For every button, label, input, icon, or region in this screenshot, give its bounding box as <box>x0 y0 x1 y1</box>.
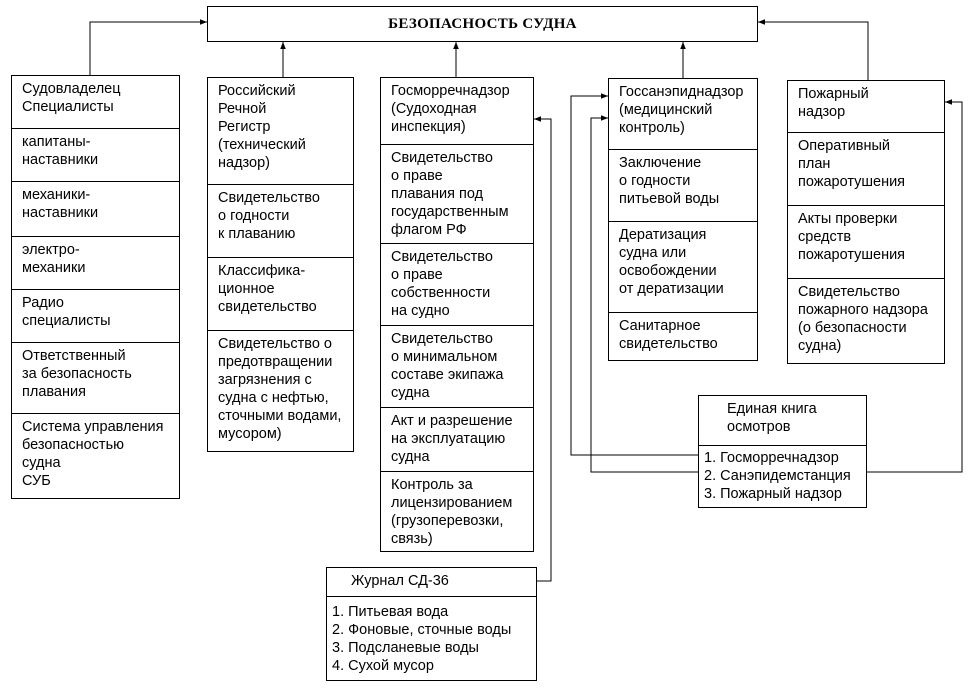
shipowner-item: Система управления безопасностью судна С… <box>12 413 179 498</box>
river-register-item: Свидетельство о годности к плаванию <box>208 184 353 257</box>
river-register-box: Российский Речной Регистр (технический н… <box>207 77 354 452</box>
journal-box: Журнал СД-36 1. Питьевая вода 2. Фоновые… <box>326 567 537 681</box>
shipowner-header: Судовладелец Специалисты <box>22 81 121 115</box>
journal-item: 2. Фоновые, сточные воды <box>332 622 512 638</box>
arrow-col5-title <box>758 19 869 80</box>
fire-supervision-box: Пожарный надзор Оперативный план пожарот… <box>787 80 945 364</box>
gosmorrechnadzor-item: Свидетельство о праве плавания под госуд… <box>381 144 533 243</box>
inspection-book-box: Единая книга осмотров 1. Госморречнадзор… <box>698 395 867 508</box>
arrow-col1-title <box>89 19 207 75</box>
journal-header: Журнал СД-36 <box>351 573 449 589</box>
fire-supervision-item: Оперативный план пожаротушения <box>788 132 944 205</box>
gosmorrechnadzor-item: Контроль за лицензированием (грузоперево… <box>381 471 533 551</box>
gossanepidnadzor-box: Госсанэпиднадзор (медицинский контроль) … <box>608 78 758 361</box>
gosmorrechnadzor-item: Свидетельство о минимальном составе экип… <box>381 325 533 407</box>
journal-item: 4. Сухой мусор <box>332 658 434 674</box>
journal-item: 1. Питьевая вода <box>332 604 449 620</box>
shipowner-item: капитаны- наставники <box>12 128 179 181</box>
inspection-book-list: 1. Госморречнадзор 2. Санэпидемстанция 3… <box>699 445 866 506</box>
gossanepidnadzor-item: Санитарное свидетельство <box>609 312 757 360</box>
inspection-book-item: 1. Госморречнадзор <box>704 450 839 466</box>
inspection-book-item: 2. Санэпидемстанция <box>704 468 851 484</box>
gosmorrechnadzor-header: Госморречнадзор (Судоходная инспекция) <box>391 83 510 135</box>
fire-supervision-item: Акты проверки средств пожаротушения <box>788 205 944 278</box>
river-register-header: Российский Речной Регистр (технический н… <box>218 83 306 171</box>
shipowner-item: электро- механики <box>12 236 179 289</box>
arrow-book-col5 <box>867 99 963 473</box>
gossanepidnadzor-header: Госсанэпиднадзор (медицинский контроль) <box>619 84 744 136</box>
shipowner-item: механики- наставники <box>12 181 179 236</box>
inspection-book-header: Единая книга осмотров <box>727 401 817 435</box>
gosmorrechnadzor-item: Свидетельство о праве собственности на с… <box>381 243 533 325</box>
river-register-item: Свидетельство о предотвращении загрязнен… <box>208 330 353 451</box>
inspection-book-item: 3. Пожарный надзор <box>704 486 842 502</box>
arrow-book-col4-2 <box>590 115 698 473</box>
fire-supervision-item: Свидетельство пожарного надзора (о безоп… <box>788 278 944 363</box>
gosmorrechnadzor-item: Акт и разрешение на эксплуатацию судна <box>381 407 533 471</box>
shipowner-item: Радио специалисты <box>12 289 179 342</box>
river-register-item: Классифика- ционное свидетельство <box>208 257 353 330</box>
journal-item: 3. Подсланевые воды <box>332 640 479 656</box>
gossanepidnadzor-item: Заключение о годности питьевой воды <box>609 149 757 221</box>
fire-supervision-header: Пожарный надзор <box>798 86 869 120</box>
shipowner-box: Судовладелец Специалисты капитаны- наста… <box>11 75 180 499</box>
arrow-book-col4-1 <box>570 93 698 456</box>
shipowner-item: Ответственный за безопасность плавания <box>12 342 179 413</box>
diagram-title: БЕЗОПАСНОСТЬ СУДНА <box>207 6 758 42</box>
gossanepidnadzor-item: Дератизация судна или освобождении от де… <box>609 221 757 312</box>
arrow-journal-col3 <box>534 116 552 582</box>
gosmorrechnadzor-box: Госморречнадзор (Судоходная инспекция) С… <box>380 77 534 552</box>
journal-list: 1. Питьевая вода 2. Фоновые, сточные вод… <box>327 596 536 678</box>
